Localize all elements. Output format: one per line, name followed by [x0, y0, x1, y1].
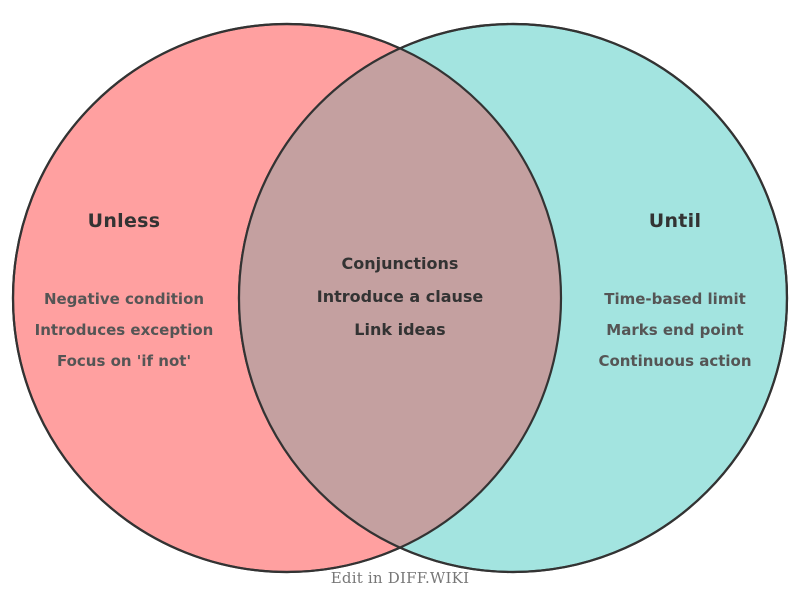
venn-circle-right-outline: [237, 22, 789, 574]
venn-circle-left-outline: [11, 22, 563, 574]
venn-intersection-lens[interactable]: [239, 24, 787, 572]
